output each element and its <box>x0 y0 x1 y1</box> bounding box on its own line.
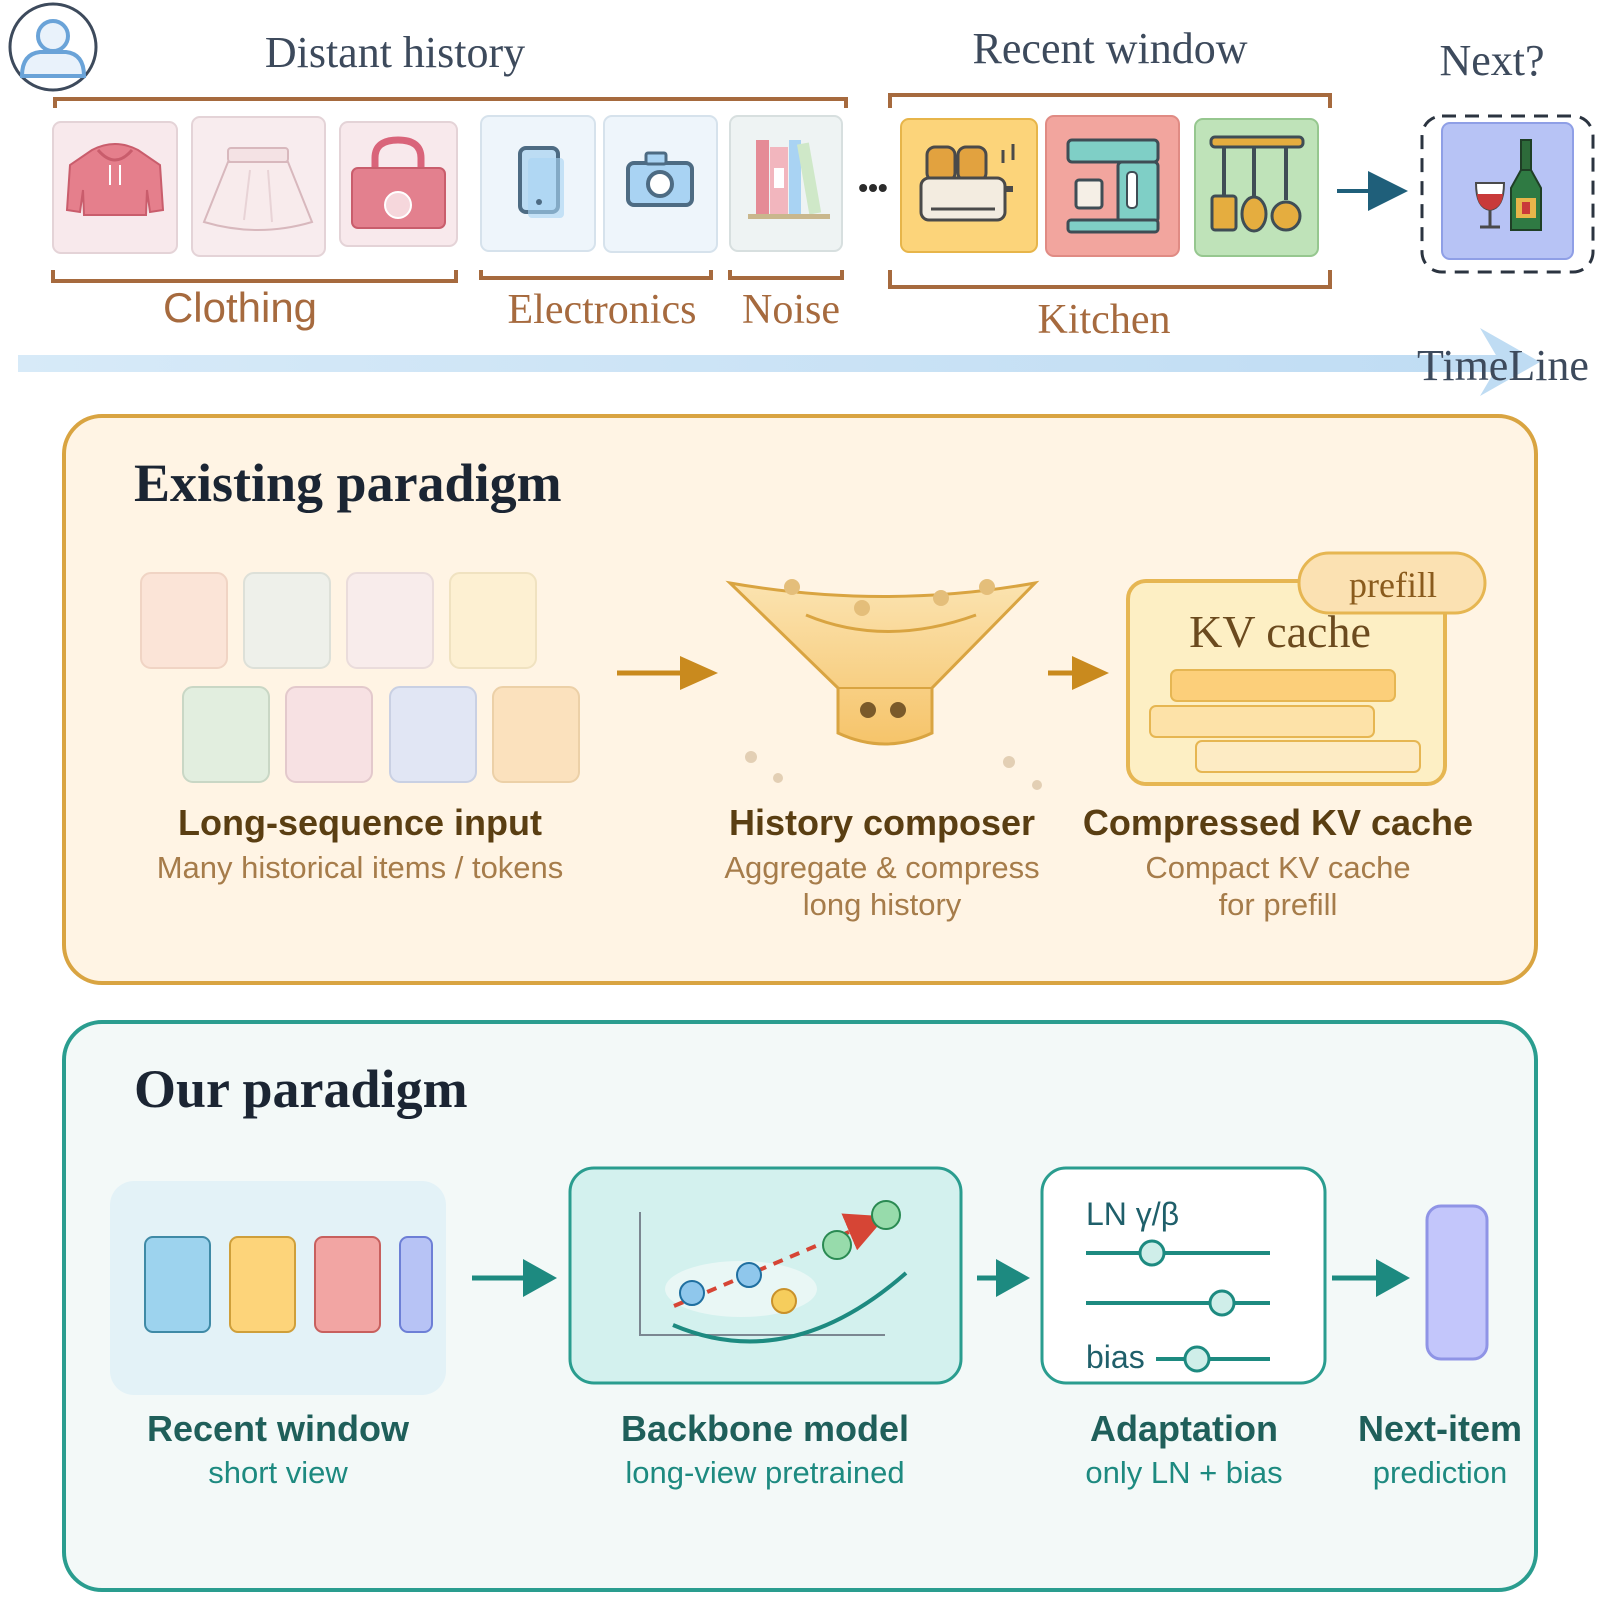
handbag-icon <box>351 136 446 229</box>
ln-label: LN γ/β <box>1086 1196 1179 1232</box>
recent-tile <box>229 1236 296 1333</box>
clothing-label: Clothing <box>163 284 317 331</box>
our-step2-sub: long-view pretrained <box>625 1455 904 1490</box>
recent-tile <box>144 1236 211 1333</box>
existing-step3-sub2: for prefill <box>1219 887 1338 922</box>
wine-icon <box>1474 139 1542 231</box>
skirt-icon <box>202 147 314 231</box>
phone-icon <box>518 146 564 218</box>
electronics-label: Electronics <box>508 287 697 333</box>
ln-slider <box>1086 1239 1270 1267</box>
existing-step1-title: Long-sequence input <box>178 802 542 843</box>
books-icon <box>748 140 830 219</box>
distant-history-label: Distant history <box>265 28 525 77</box>
noise-label: Noise <box>742 287 840 333</box>
ellipsis: ••• <box>858 172 887 203</box>
gamma-beta-slider <box>1086 1289 1270 1317</box>
bias-label: bias <box>1086 1339 1145 1375</box>
existing-paradigm-title: Existing paradigm <box>134 453 562 513</box>
adaptation-box <box>1040 1166 1327 1385</box>
existing-step2-sub1: Aggregate & compress <box>724 850 1039 885</box>
kv-cache-label: KV cache <box>1189 606 1371 657</box>
toaster-icon <box>919 144 1015 222</box>
existing-step3-title: Compressed KV cache <box>1083 802 1473 843</box>
kitchen-label: Kitchen <box>1038 297 1171 343</box>
next-item-box <box>1420 114 1595 274</box>
kitchen-bracket <box>888 270 1332 289</box>
backbone-plot-icon <box>639 1200 908 1344</box>
existing-arrow-1 <box>617 656 718 690</box>
clothing-bracket <box>51 270 458 283</box>
our-step4-title: Next-item <box>1358 1408 1522 1449</box>
noise-bracket <box>728 270 844 280</box>
hoodie-icon <box>65 143 165 216</box>
funnel-icon <box>725 579 1042 790</box>
existing-paradigm-panel <box>62 414 1538 985</box>
our-arrow-3 <box>1332 1259 1410 1297</box>
long-sequence-tiles <box>140 572 580 783</box>
distant-history-bracket <box>53 97 848 108</box>
existing-step1-sub: Many historical items / tokens <box>157 850 564 885</box>
kv-bar <box>1195 740 1421 773</box>
kv-bar <box>1149 705 1375 738</box>
existing-step2-sub2: long history <box>803 887 962 922</box>
existing-step3-sub1: Compact KV cache <box>1145 850 1410 885</box>
recent-tile <box>399 1236 433 1333</box>
recent-tile <box>314 1236 381 1333</box>
camera-icon <box>626 151 694 207</box>
our-step2-title: Backbone model <box>621 1408 909 1449</box>
next-item-token <box>1425 1204 1489 1361</box>
our-step1-sub: short view <box>208 1455 348 1490</box>
our-step1-title: Recent window <box>147 1408 410 1449</box>
bias-slider <box>1156 1345 1270 1373</box>
timeline-label: TimeLine <box>1417 341 1589 390</box>
our-step4-sub: prediction <box>1373 1455 1507 1490</box>
prefill-tag <box>1297 551 1487 615</box>
existing-arrow-2 <box>1048 656 1109 690</box>
electronics-bracket <box>479 270 713 280</box>
our-paradigm-title: Our paradigm <box>134 1059 468 1119</box>
timeline-arrow <box>18 328 1540 396</box>
recent-window-bracket <box>888 93 1332 108</box>
kv-bar <box>1170 669 1396 702</box>
our-step3-sub: only LN + bias <box>1085 1455 1282 1490</box>
our-arrow-2 <box>977 1259 1030 1297</box>
our-step3-title: Adaptation <box>1090 1408 1278 1449</box>
coffee-machine-icon <box>1066 138 1160 234</box>
recent-window-label: Recent window <box>973 24 1248 73</box>
our-arrow-1 <box>472 1259 557 1297</box>
prefill-tag-label: prefill <box>1349 565 1437 605</box>
existing-step2-title: History composer <box>729 802 1035 843</box>
user-icon <box>8 2 98 92</box>
utensils-icon <box>1209 135 1305 233</box>
next-label: Next? <box>1439 36 1544 85</box>
